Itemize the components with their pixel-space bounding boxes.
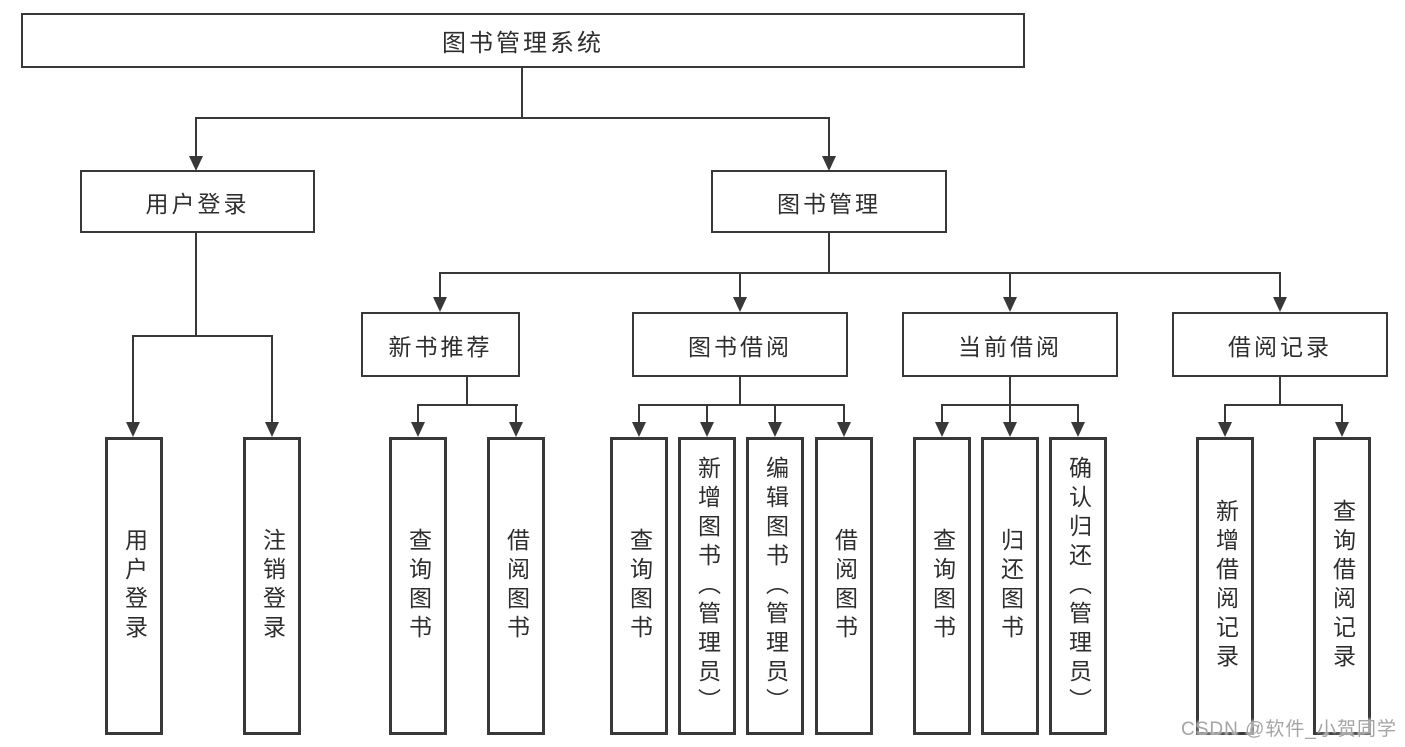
arrowhead-down (837, 422, 851, 437)
user-login-label: 用户登录 (145, 190, 250, 217)
connector-line (828, 117, 830, 158)
arrowhead-down (1071, 422, 1085, 437)
book-borrow-label: 图书借阅 (688, 333, 792, 360)
connector-line (195, 233, 197, 337)
arrowhead-down (433, 297, 447, 312)
connector-line (774, 404, 776, 423)
bb-borrow-book-label: 借阅图书 (831, 528, 858, 644)
bb-edit-book-admin-leaf: 编辑图书（管理员） (746, 437, 804, 735)
arrowhead-down (1218, 422, 1232, 437)
current-borrow-box: 当前借阅 (902, 312, 1118, 377)
cb-confirm-return-admin-leaf: 确认归还（管理员） (1049, 437, 1107, 735)
user-login-leaf: 用户登录 (105, 437, 163, 735)
book-borrow-box: 图书借阅 (632, 312, 848, 377)
cb-confirm-return-admin-label: 确认归还（管理员） (1065, 455, 1092, 717)
connector-line (1077, 404, 1079, 423)
cb-query-book-label: 查询图书 (929, 528, 956, 644)
bb-add-book-admin-label: 新增图书（管理员） (694, 455, 721, 717)
arrowhead-down (822, 156, 836, 171)
cb-query-book-leaf: 查询图书 (913, 437, 971, 735)
bb-query-book-label: 查询图书 (626, 528, 653, 644)
cb-return-book-label: 归还图书 (997, 528, 1024, 644)
br-add-record-label: 新增借阅记录 (1212, 499, 1239, 673)
connector-line (417, 404, 419, 423)
arrowhead-down (1003, 297, 1017, 312)
logout-leaf: 注销登录 (243, 437, 301, 735)
arrowhead-down (1273, 297, 1287, 312)
connector-line (828, 233, 830, 274)
connector-line (515, 404, 517, 423)
connector-line (739, 377, 741, 406)
connector-line (1009, 377, 1011, 406)
arrowhead-down (768, 422, 782, 437)
nbr-borrow-book-leaf: 借阅图书 (487, 437, 545, 735)
connector-line (439, 272, 1281, 274)
arrowhead-down (1335, 422, 1349, 437)
connector-line (466, 377, 468, 406)
user-login-leaf-label: 用户登录 (121, 528, 148, 644)
book-management-box: 图书管理 (711, 170, 947, 233)
arrowhead-down (632, 422, 646, 437)
connector-line (439, 272, 441, 299)
arrowhead-down (935, 422, 949, 437)
new-book-recommend-label: 新书推荐 (388, 333, 493, 360)
bb-borrow-book-leaf: 借阅图书 (815, 437, 873, 735)
nbr-query-book-leaf: 查询图书 (389, 437, 447, 735)
bb-edit-book-admin-label: 编辑图书（管理员） (762, 455, 789, 717)
connector-line (706, 404, 708, 423)
connector-line (132, 335, 273, 337)
connector-line (521, 68, 523, 118)
new-book-recommend-box: 新书推荐 (361, 312, 520, 377)
connector-line (1279, 272, 1281, 299)
connector-line (843, 404, 845, 423)
connector-line (195, 117, 197, 158)
connector-line (1224, 404, 1226, 423)
nbr-query-book-label: 查询图书 (405, 528, 432, 644)
watermark: CSDN @软件_小贺同学 (1181, 719, 1397, 740)
br-add-record-leaf: 新增借阅记录 (1196, 437, 1254, 735)
arrowhead-down (1003, 422, 1017, 437)
book-management-label: 图书管理 (777, 190, 881, 217)
user-login-box: 用户登录 (80, 170, 315, 233)
arrowhead-down (733, 297, 747, 312)
arrowhead-down (126, 422, 140, 437)
connector-line (941, 404, 943, 423)
connector-line (1224, 404, 1343, 406)
connector-line (132, 335, 134, 423)
current-borrow-label: 当前借阅 (958, 333, 1062, 360)
br-query-record-leaf: 查询借阅记录 (1313, 437, 1371, 735)
connector-line (195, 117, 830, 119)
bb-query-book-leaf: 查询图书 (610, 437, 668, 735)
arrowhead-down (189, 156, 203, 171)
connector-line (1341, 404, 1343, 423)
arrowhead-down (411, 422, 425, 437)
root-label: 图书管理系统 (442, 30, 604, 57)
borrow-record-label: 借阅记录 (1228, 333, 1332, 360)
connector-line (271, 335, 273, 423)
connector-line (1279, 377, 1281, 406)
bb-add-book-admin-leaf: 新增图书（管理员） (678, 437, 736, 735)
arrowhead-down (265, 422, 279, 437)
cb-return-book-leaf: 归还图书 (981, 437, 1039, 735)
connector-line (638, 404, 640, 423)
root-box: 图书管理系统 (21, 13, 1025, 68)
arrowhead-down (509, 422, 523, 437)
connector-line (638, 404, 845, 406)
nbr-borrow-book-label: 借阅图书 (503, 528, 530, 644)
connector-line (739, 272, 741, 299)
connector-line (1009, 272, 1011, 299)
connector-line (1009, 404, 1011, 423)
connector-line (417, 404, 518, 406)
arrowhead-down (700, 422, 714, 437)
br-query-record-label: 查询借阅记录 (1329, 499, 1356, 673)
borrow-record-box: 借阅记录 (1172, 312, 1388, 377)
logout-leaf-label: 注销登录 (259, 528, 286, 644)
